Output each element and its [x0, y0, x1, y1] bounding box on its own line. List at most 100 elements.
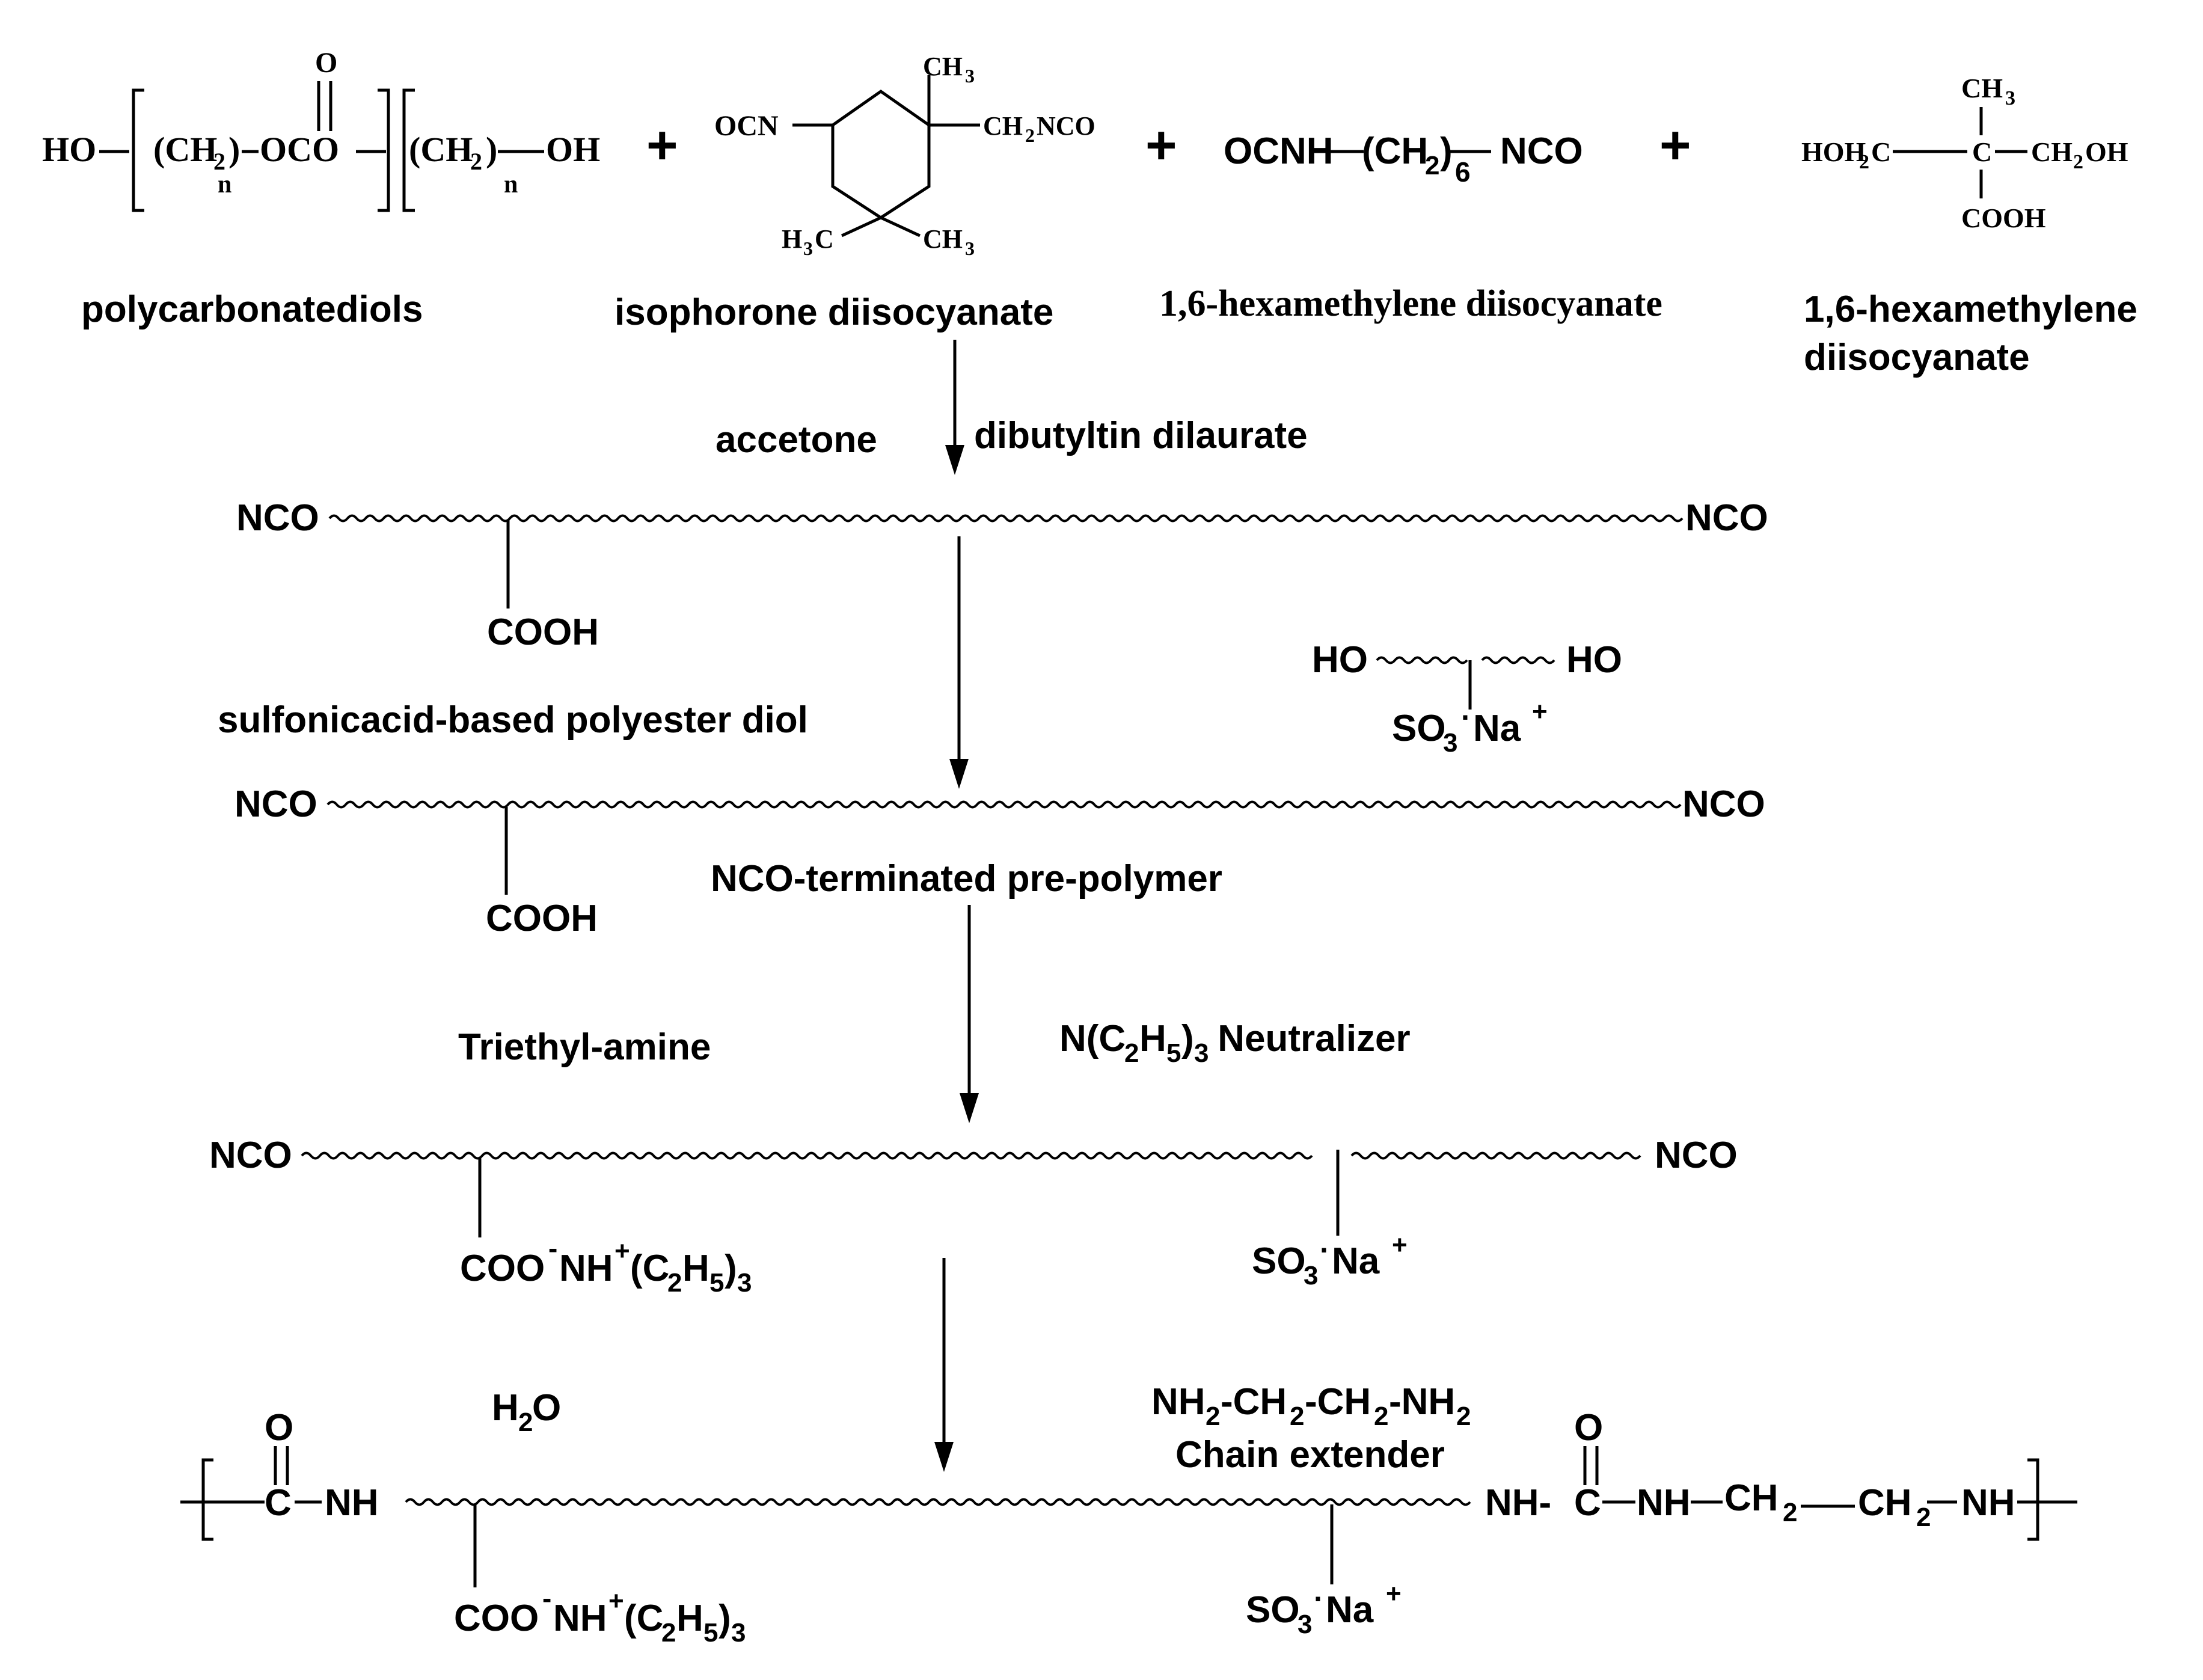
arrow-1-head [945, 445, 964, 475]
diol-ho-left: HO [1312, 639, 1368, 681]
plus-sign-3: + [1659, 115, 1691, 176]
salt3-close: ) [725, 1248, 737, 1289]
pcd-oh-right: OH [546, 130, 600, 169]
diol-chain-left [1376, 656, 1468, 664]
pcd-n-b: n [504, 171, 518, 198]
so3na3-na: Na [1332, 1240, 1380, 1282]
final-ch2-r1: CH [1724, 1477, 1779, 1519]
dmpa-hoh2c-sub: 2 [1859, 151, 1869, 173]
step1-solvent: accetone [715, 419, 877, 461]
ipdi-ch3-br: CH [923, 224, 963, 254]
step2-product-label: NCO-terminated pre-polymer [711, 858, 1222, 900]
step3-carboxylate-salt: COO - NH + (C 2 H 5 ) 3 [460, 1233, 752, 1298]
ipdi-ch3-top: CH [923, 52, 963, 81]
salt3-c: (C [630, 1248, 669, 1289]
hdi-nco: NCO [1500, 130, 1583, 172]
step3-nco-right: NCO [1655, 1135, 1738, 1176]
final-c-left: C [265, 1482, 292, 1524]
eda-ch: -CH [1221, 1381, 1287, 1423]
ipdi-ocn: OCN [714, 110, 779, 142]
pcd-name-label: polycarbonatediols [81, 289, 423, 330]
dmpa-hoh2c: HOH [1801, 136, 1866, 167]
eda-s2b: 2 [1290, 1402, 1304, 1431]
pcd-ch2-a: (CH [153, 130, 217, 169]
neutralizer-tail: Neutralizer [1207, 1018, 1411, 1059]
ipdi-h3c-tail: C [815, 224, 834, 254]
dmpa-ch3-sub: 3 [2005, 87, 2015, 109]
final-ch2-r2: CH [1858, 1482, 1912, 1524]
final-ch2-r1-sub: 2 [1783, 1498, 1797, 1527]
hexamethylene-diisocyanate-structure: OCNH (CH 2 ) 6 NCO [1224, 130, 1583, 188]
dmpa-ch3: CH [1961, 73, 2003, 103]
final-nh-r1: NH [1637, 1482, 1691, 1524]
water-label: H 2 O [492, 1387, 561, 1437]
ipdi-bond-ch3-br [880, 216, 921, 238]
step1-nco-right: NCO [1685, 497, 1768, 539]
salt4-c: (C [624, 1598, 663, 1639]
step3-reagent-left: Triethyl-amine [458, 1026, 711, 1068]
final-chain [405, 1498, 1471, 1506]
pcd-ococo: OCO [260, 130, 339, 169]
pcd-bracket-left-close [378, 88, 390, 212]
hdi-ch2: (CH [1362, 130, 1428, 172]
final-polyurethane-chain: O C NH NH- O C NH CH 2 CH 2 NH [180, 1407, 2077, 1541]
final-nh-mid: NH- [1485, 1482, 1551, 1524]
ipdi-ch3-br-sub: 3 [965, 238, 975, 259]
isophorone-diisocyanate-structure: OCN CH 3 CH 2 NCO H 3 C CH 3 [714, 52, 1095, 259]
ipdi-ch2nco-tail: NCO [1037, 111, 1095, 141]
pcd-ch2-b: (CH [409, 130, 473, 169]
eda-s2a: 2 [1206, 1402, 1220, 1431]
polycarbonatediol-structure: HO (CH 2 ) n OCO O (CH 2 ) n OH [42, 47, 600, 212]
pcd-o-top: O [315, 47, 337, 79]
ipdi-ch3-top-sub: 3 [965, 65, 975, 87]
ipdi-ring [831, 89, 931, 219]
salt4-plus: + [608, 1586, 624, 1616]
step2-nco-left: NCO [234, 783, 317, 825]
neutralizer-close: ) [1181, 1018, 1194, 1059]
step3-chain-left [301, 1151, 1313, 1160]
dmpa-ch2oh: CH [2031, 136, 2073, 167]
final-nh-r2: NH [1961, 1482, 2015, 1524]
eda-s2d: 2 [1456, 1402, 1471, 1431]
dmpa-name-line2: diisocyanate [1804, 337, 2030, 378]
final-carboxylate-salt: COO - NH + (C 2 H 5 ) 3 [454, 1583, 746, 1648]
water-o: O [532, 1387, 561, 1429]
salt3-s5: 5 [709, 1268, 724, 1298]
final-o-right: O [1574, 1407, 1603, 1449]
step1-catalyst: dibutyltin dilaurate [974, 415, 1308, 456]
plus-sign-1: + [646, 115, 678, 176]
salt3-nh: NH [559, 1248, 613, 1289]
pcd-close-b: ) [486, 130, 497, 169]
step3-chain-right [1350, 1151, 1641, 1160]
final-c-right: C [1574, 1482, 1601, 1524]
salt3-minus: - [548, 1233, 557, 1264]
diol-chain-right [1481, 656, 1555, 664]
arrow-2-head [949, 759, 969, 789]
pcd-close-a: ) [228, 130, 240, 169]
salt3-h: H [682, 1248, 709, 1289]
ipdi-ch2nco: CH [983, 111, 1023, 141]
so3na4-s3: 3 [1298, 1610, 1312, 1639]
final-o-left: O [265, 1407, 293, 1449]
hdi-ch2-sub: 2 [1425, 151, 1439, 180]
neutralizer-sub-5: 5 [1166, 1038, 1181, 1068]
so3na3-dot: · [1320, 1233, 1330, 1267]
salt4-s3: 3 [731, 1618, 746, 1648]
step1-cooh: COOH [487, 612, 599, 653]
arrow-4-head [934, 1442, 954, 1472]
salt4-h: H [676, 1598, 703, 1639]
neutralizer-sub-3: 3 [1194, 1038, 1209, 1068]
sulfonic-polyester-diol: HO HO SO 3 · Na + [1312, 639, 1622, 758]
plus-sign-2: + [1145, 115, 1177, 176]
salt3-plus: + [614, 1236, 630, 1266]
so3na4-na: Na [1326, 1589, 1374, 1631]
dmpa-ch2oh-tail: OH [2085, 136, 2128, 167]
salt4-coo: COO [454, 1598, 539, 1639]
ipdi-ch2nco-sub: 2 [1025, 124, 1035, 146]
pcd-bracket-right-open [402, 88, 415, 212]
so3na4-dot: · [1314, 1582, 1324, 1616]
dmpa-cooh: COOH [1961, 203, 2046, 233]
step3-neutralizer-label: N(C 2 H 5 ) 3 Neutralizer [1059, 1018, 1411, 1068]
final-nh-left: NH [325, 1482, 379, 1524]
